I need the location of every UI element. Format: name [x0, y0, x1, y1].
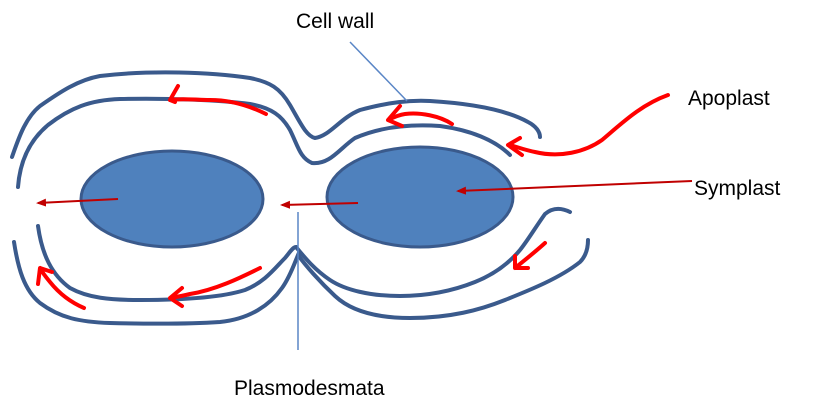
- apoplast-arrow-top-left: [170, 86, 266, 114]
- cell-wall-leader-line: [350, 42, 407, 101]
- right-cell-nucleus: [327, 147, 513, 247]
- apoplast-arrow-bottom-right: [515, 243, 545, 268]
- apoplast-arrow-bottom-left: [38, 268, 84, 308]
- symplast-label: Symplast: [694, 178, 780, 199]
- cell-wall-label: Cell wall: [296, 11, 374, 32]
- apoplast-label: Apoplast: [688, 88, 770, 109]
- plasmodesmata-label: Plasmodesmata: [234, 378, 385, 399]
- apoplast-arrow-top-right: [388, 106, 452, 126]
